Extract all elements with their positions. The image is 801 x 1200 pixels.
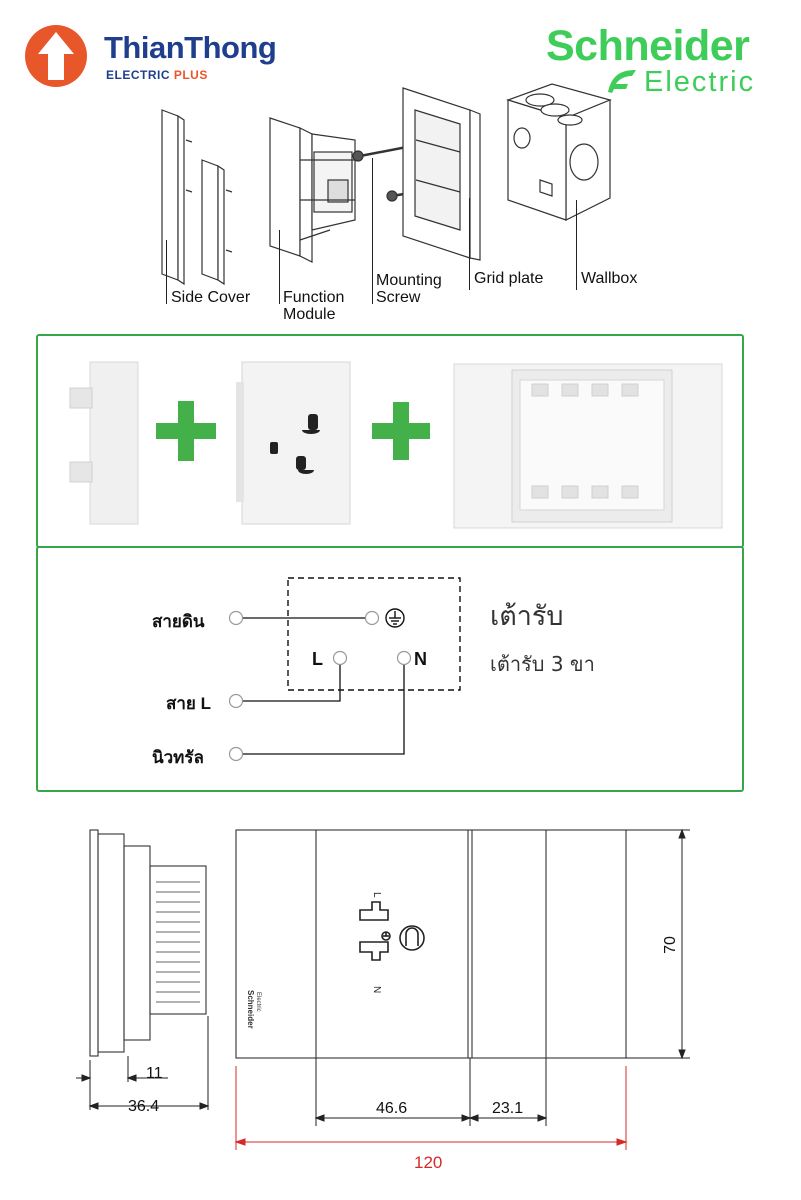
terminal-n-label: N [414, 649, 427, 669]
socket-module-product-image [236, 361, 351, 525]
face-label-l: L [371, 892, 382, 898]
wallbox-leader [576, 200, 577, 290]
socket-face-icon [359, 901, 425, 961]
dimension-120: 120 [414, 1153, 443, 1172]
thianthong-logo: ThianThong ELECTRIC PLUS [24, 24, 294, 88]
plus-icon-2: + [372, 402, 430, 460]
schneider-logo: Schneider Electric [540, 22, 785, 98]
terminal-l-label: L [312, 649, 323, 669]
wallbox-illustration [506, 83, 612, 221]
live-wire-label: สาย L [166, 694, 211, 713]
side-cover-product-image [69, 361, 139, 525]
wiring-diagram [228, 577, 461, 762]
thianthong-name: ThianThong [104, 30, 277, 65]
ground-symbol-icon [385, 608, 405, 628]
dimension-70: 70 [661, 936, 679, 954]
ground-wire-label: สายดิน [152, 612, 205, 632]
brand-vertical-2: Electric [255, 992, 261, 1012]
wallbox-label: Wallbox [581, 270, 638, 287]
schneider-ef-icon [608, 70, 636, 93]
function-module-label-1: Function [283, 289, 345, 306]
function-module-label-2: Module [283, 306, 336, 323]
grid-plate-illustration [402, 87, 481, 261]
side-cover-illustration [161, 109, 233, 286]
mounting-screw-label-2: Screw [376, 289, 421, 306]
exploded-view-drawing [161, 83, 612, 286]
function-module-leader [279, 230, 280, 304]
schneider-name: Schneider [546, 22, 750, 70]
dimension-11: 11 [146, 1065, 163, 1082]
thianthong-arrow-icon [25, 25, 87, 87]
wiring-title: เต้ารับ [490, 601, 564, 632]
dimension-23-1: 23.1 [492, 1100, 524, 1117]
plus-icon-1: + [156, 401, 216, 461]
thianthong-sub-right: PLUS [173, 68, 208, 82]
wiring-subtitle: เต้ารับ 3 ขา [490, 652, 595, 676]
dimension-drawing: L N Schneider Electric [76, 828, 690, 1150]
grid-plate-product-image [453, 363, 723, 529]
dimension-36-4: 36.4 [128, 1098, 160, 1115]
schneider-sub: Electric [644, 66, 756, 98]
mounting-screw-leader [372, 158, 373, 304]
neutral-wire-label: นิวทรัล [152, 748, 204, 768]
side-cover-leader [166, 240, 167, 304]
grid-plate-label: Grid plate [474, 270, 544, 287]
wiring-panel [36, 546, 744, 792]
face-label-n: N [371, 986, 382, 993]
mounting-screw-label-1: Mounting [376, 272, 442, 289]
side-cover-label: Side Cover [171, 289, 251, 306]
thianthong-sub-left: ELECTRIC [106, 68, 170, 82]
dimension-46-6: 46.6 [376, 1100, 408, 1117]
brand-vertical-1: Schneider [246, 990, 255, 1029]
grid-plate-leader [469, 198, 470, 290]
function-module-illustration [269, 117, 356, 263]
front-view [235, 829, 627, 1059]
side-profile-view [89, 829, 207, 1057]
